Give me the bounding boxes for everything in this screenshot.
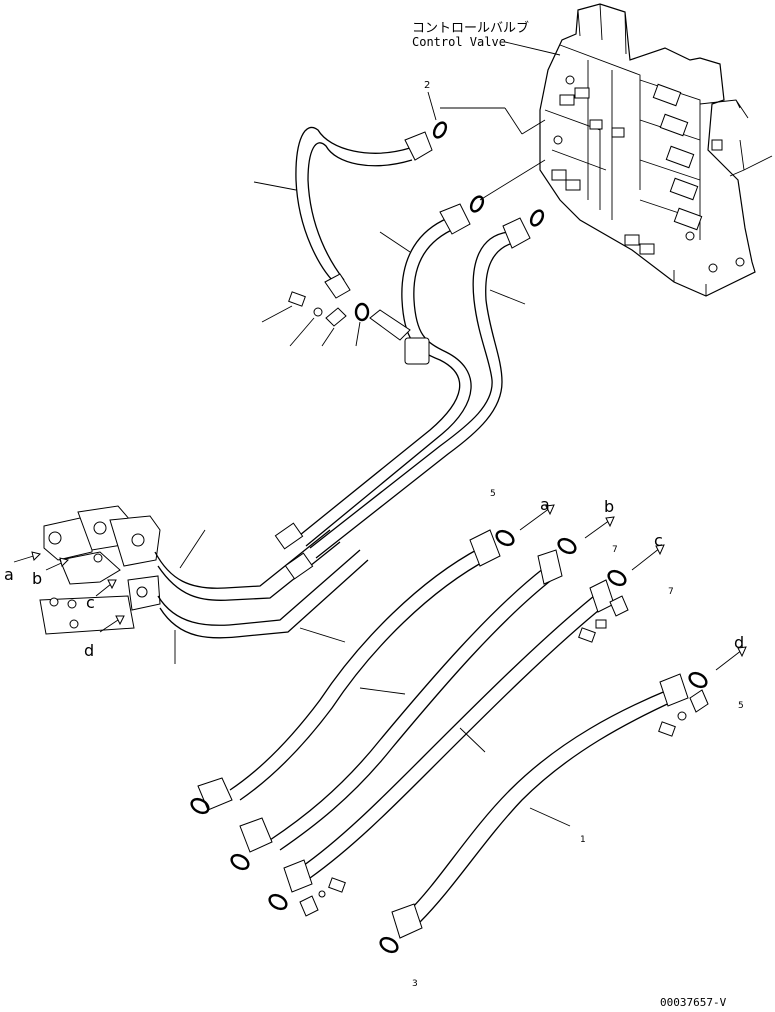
part-mark-top: 2	[424, 80, 430, 91]
lower-pipes-to-block	[154, 522, 369, 639]
flange-upper-3	[502, 217, 531, 249]
upper-pipe-3	[309, 231, 517, 559]
o-ring-a	[495, 529, 515, 547]
hose-2	[239, 549, 563, 853]
label-c-right: c	[654, 531, 663, 550]
right-port-labels: a b c d	[519, 495, 747, 671]
bolt-set-bottom	[299, 877, 346, 917]
label-b-left: b	[32, 569, 42, 588]
part-mark-5-a: 5	[490, 489, 496, 499]
part-mark-3-bottom: 3	[412, 979, 418, 989]
o-ring-c	[607, 569, 627, 587]
o-ring-top-1	[432, 121, 448, 139]
o-ring-upper-2	[469, 195, 485, 213]
flange-top-1	[404, 131, 433, 161]
junction-block	[39, 505, 161, 635]
control-valve-title-jp: コントロールバルブ	[412, 20, 529, 36]
hose-4	[391, 673, 689, 939]
part-mark-7-c: 7	[668, 587, 674, 597]
flange-upper-2	[439, 203, 471, 235]
label-d-right: d	[734, 633, 744, 652]
title-leader	[504, 41, 561, 56]
tee-fitting	[369, 309, 411, 341]
upper-pipe-2	[299, 217, 472, 547]
drawing-number: 00037657-V	[660, 996, 727, 1009]
o-ring-d	[688, 671, 708, 689]
control-valve-title-en: Control Valve	[412, 35, 506, 49]
o-ring-upper-3	[529, 209, 545, 227]
label-a-right: a	[540, 495, 550, 514]
label-a-left: a	[4, 565, 14, 584]
bolt-set-upper	[261, 291, 370, 347]
hose-3	[283, 579, 615, 893]
control-valve-assembly	[539, 3, 773, 297]
left-port-labels: a b c d	[4, 551, 125, 660]
bolt-set-right	[578, 595, 709, 737]
upper-pipe-1	[295, 127, 413, 287]
flange-bottom-1	[324, 273, 351, 299]
part-mark-1-right: 1	[580, 835, 586, 845]
o-ring-b	[557, 537, 577, 555]
label-b-right: b	[604, 497, 614, 516]
label-c-left: c	[86, 593, 95, 612]
hose-1	[197, 529, 501, 811]
label-d-left: d	[84, 641, 94, 660]
part-mark-5-d: 5	[738, 701, 744, 711]
part-mark-7-b: 7	[612, 545, 618, 555]
